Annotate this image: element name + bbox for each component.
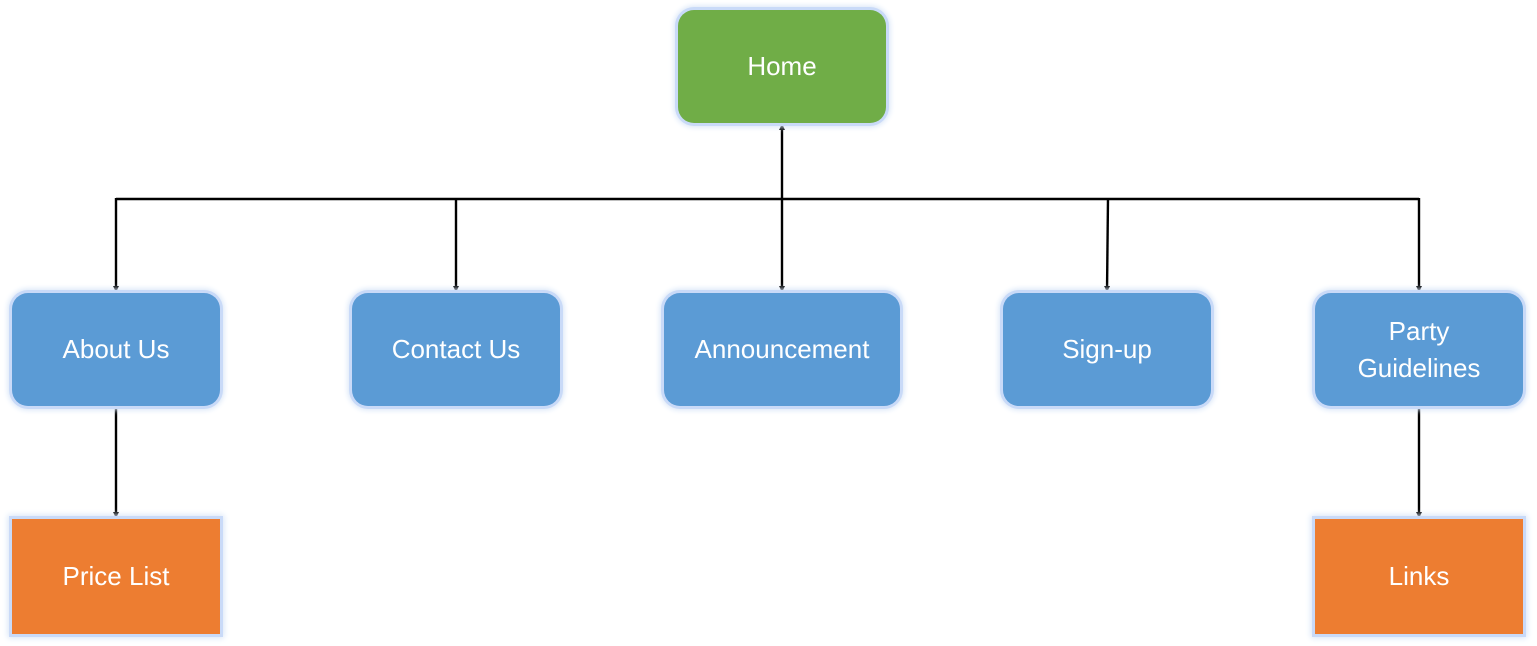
node-price-list[interactable]: Price List bbox=[12, 519, 220, 634]
node-links[interactable]: Links bbox=[1315, 519, 1523, 634]
node-links-label: Links bbox=[1388, 561, 1450, 591]
node-sign-up[interactable]: Sign-up bbox=[1003, 293, 1211, 406]
node-about-us[interactable]: About Us bbox=[12, 293, 220, 406]
node-announcement-label: Announcement bbox=[694, 334, 870, 364]
node-about-us-label: About Us bbox=[62, 334, 170, 364]
node-announcement[interactable]: Announcement bbox=[664, 293, 900, 406]
node-contact-us-label: Contact Us bbox=[391, 334, 521, 364]
node-price-list-label: Price List bbox=[62, 561, 170, 591]
connector-sign-up bbox=[1104, 197, 1111, 293]
node-party-guidelines[interactable]: Party Guidelines bbox=[1315, 293, 1523, 406]
node-party-guidelines-label: Party Guidelines bbox=[1357, 315, 1481, 383]
node-sign-up-label: Sign-up bbox=[1062, 334, 1152, 364]
node-home-label: Home bbox=[747, 51, 817, 81]
node-contact-us[interactable]: Contact Us bbox=[352, 293, 560, 406]
node-home[interactable]: Home bbox=[678, 10, 886, 123]
